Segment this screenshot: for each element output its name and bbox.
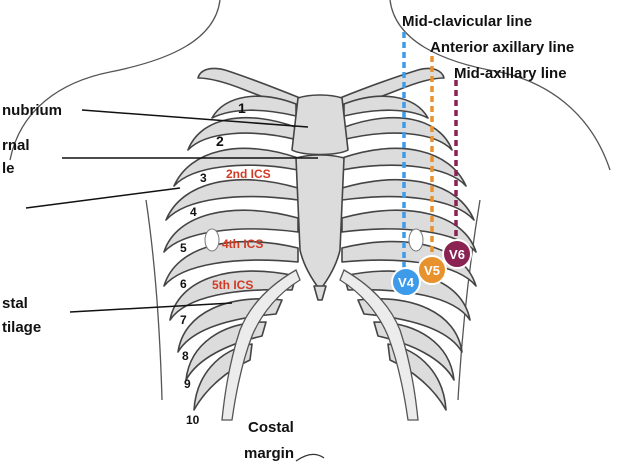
label-costal-cartilage-1: stal xyxy=(2,295,28,312)
electrode-v4: V4 xyxy=(391,267,421,297)
rib-number-6: 6 xyxy=(180,277,187,291)
pointer-rib xyxy=(25,187,181,209)
ics-label-4th: 4th ICS xyxy=(222,237,263,251)
rib-number-1: 1 xyxy=(238,100,246,116)
rib-number-4: 4 xyxy=(190,205,197,219)
rib-number-5: 5 xyxy=(180,241,187,255)
label-sternal-angle-2: le xyxy=(2,160,15,177)
right-costal-cartilage xyxy=(339,269,419,421)
electrode-v5: V5 xyxy=(417,255,447,285)
rib-number-2: 2 xyxy=(216,133,224,149)
rib-number-7: 7 xyxy=(180,313,187,327)
label-costal-margin-1: Costal xyxy=(248,419,294,436)
ics-label-2nd: 2nd ICS xyxy=(226,167,271,181)
pointer-costal-margin xyxy=(295,453,325,462)
right-nipple-marker xyxy=(408,228,424,252)
pointer-costal-cartilage xyxy=(69,302,233,313)
label-sternal-angle-1: rnal xyxy=(2,137,30,154)
body-outline-right-side xyxy=(457,199,481,401)
body-outline-right xyxy=(389,0,611,171)
label-manubrium: nubrium xyxy=(2,102,62,119)
rib-number-3: 3 xyxy=(200,171,207,185)
pointer-manubrium xyxy=(81,109,309,128)
rib-number-8: 8 xyxy=(182,349,189,363)
svg-text:V4: V4 xyxy=(398,275,415,290)
label-costal-cartilage-2: tilage xyxy=(2,319,41,336)
left-costal-cartilage xyxy=(221,269,301,421)
manubrium-bone xyxy=(291,94,349,156)
label-anterior-axillary-line: Anterior axillary line xyxy=(430,39,574,56)
body-outline-left-side xyxy=(145,199,163,401)
sternum-body xyxy=(295,154,345,291)
xiphoid-process xyxy=(313,285,327,301)
left-nipple-marker xyxy=(204,228,220,252)
ics-label-5th: 5th ICS xyxy=(212,278,253,292)
body-outline-left xyxy=(9,0,221,161)
label-costal-margin-2: margin xyxy=(244,445,294,462)
rib-number-9: 9 xyxy=(184,377,191,391)
label-mid-axillary-line: Mid-axillary line xyxy=(454,65,567,82)
svg-text:V5: V5 xyxy=(424,263,440,278)
rib-number-10: 10 xyxy=(186,413,200,427)
electrode-v6: V6 xyxy=(442,239,472,269)
label-mid-clavicular-line: Mid-clavicular line xyxy=(402,13,532,30)
svg-text:V6: V6 xyxy=(449,247,465,262)
